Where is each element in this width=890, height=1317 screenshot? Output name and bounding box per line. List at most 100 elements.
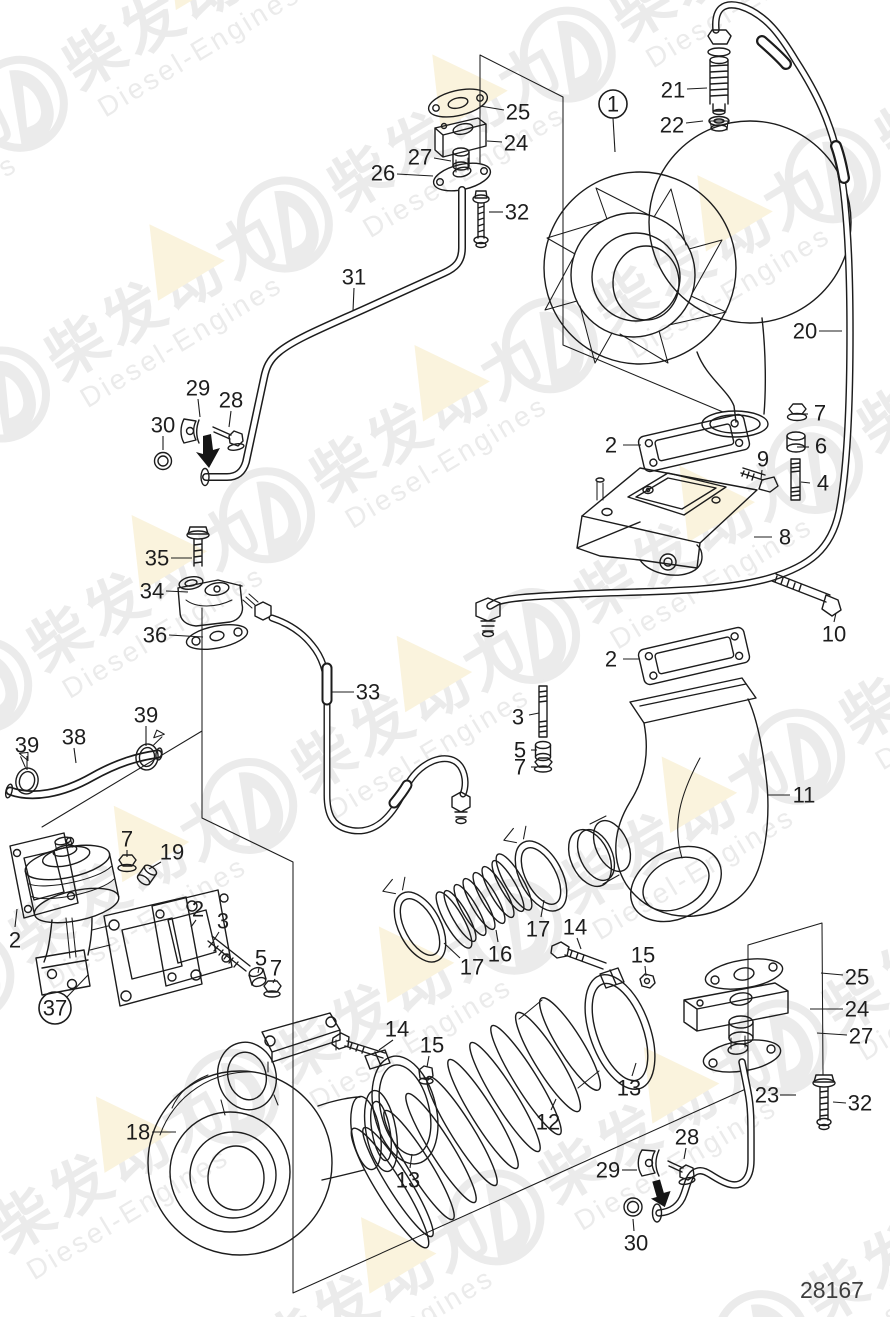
- callout-label-33: 33: [356, 680, 380, 705]
- callout-leader-27: [433, 157, 452, 162]
- callout-label-31: 31: [342, 265, 366, 290]
- callout-label-6: 6: [815, 434, 827, 459]
- callout-label-2: 2: [605, 647, 617, 672]
- callout-label-5: 5: [255, 946, 267, 971]
- callout-label-27: 27: [408, 145, 432, 170]
- part-23-drain-pipe-drawing: [651, 1035, 782, 1223]
- callout-label-4: 4: [817, 471, 829, 496]
- part-2-gasket-wastegate-right-drawing: [151, 889, 233, 987]
- part-7-nut-wastegate-drawing: [117, 854, 137, 873]
- callout-label-25: 25: [845, 965, 869, 990]
- callout-label-17: 17: [526, 917, 550, 942]
- part-39-clamp-left-drawing: [15, 751, 39, 795]
- part-2-gasket-upper-drawing: [637, 413, 751, 473]
- part-39-clamp-right-drawing: [135, 729, 165, 771]
- callout-label-7: 7: [814, 401, 826, 426]
- callout-label-15: 15: [631, 943, 655, 968]
- callout-label-39: 39: [134, 703, 158, 728]
- callout-label-16: 16: [488, 942, 512, 967]
- part-11-elbow-drawing: [615, 677, 769, 923]
- callout-leader-14: [576, 937, 582, 950]
- watermark-tile: [0, 0, 63, 59]
- callout-label-2: 2: [192, 897, 204, 922]
- callout-label-32: 32: [848, 1091, 872, 1116]
- callout-label-38: 38: [62, 725, 86, 750]
- callout-leader-24: [486, 140, 503, 143]
- callout-label-27: 27: [849, 1024, 873, 1049]
- callout-leader-37: [66, 974, 89, 998]
- part-32-bolt-drawing: [472, 190, 490, 249]
- flow-direction-arrow: [196, 434, 220, 468]
- callout-leader-29: [197, 398, 201, 418]
- callout-leader-1: [612, 117, 616, 153]
- part-3-stud-wastegate-drawing: [207, 935, 251, 972]
- part-29-clamp-drawing: [180, 418, 200, 444]
- callout-label-14: 14: [385, 1017, 409, 1042]
- callout-leader-4: [800, 481, 811, 484]
- callout-label-7: 7: [121, 827, 133, 852]
- part-2-gasket-lower-drawing: [637, 626, 751, 686]
- callout-label-7: 7: [514, 755, 526, 780]
- part-24-block-br-drawing: [683, 982, 789, 1032]
- callout-label-12: 12: [536, 1110, 560, 1135]
- callout-label-21: 21: [661, 78, 685, 103]
- callout-label-14: 14: [563, 915, 587, 940]
- callout-leader-10: [833, 612, 837, 623]
- callout-label-17: 17: [460, 955, 484, 980]
- part-36-gasket-drawing: [185, 623, 249, 651]
- callout-leader-38: [73, 747, 77, 764]
- callout-label-11: 11: [793, 783, 816, 808]
- callout-label-13: 13: [617, 1076, 641, 1101]
- part-10-bolt-drawing: [771, 573, 842, 617]
- callout-leader-2: [190, 919, 197, 928]
- part-22-seal-drawing: [708, 115, 730, 132]
- callout-label-3: 3: [217, 909, 229, 934]
- part-11-inlet-stub-drawing: [567, 815, 632, 888]
- callout-label-19: 19: [160, 840, 184, 865]
- part-33-hose-drawing: [268, 614, 471, 835]
- part-34-banjo-block-drawing: [177, 576, 272, 627]
- part-7-nut-drawing: [786, 403, 808, 422]
- callout-leader-7: [272, 978, 276, 984]
- callout-leader-14: [378, 1039, 394, 1051]
- callout-label-30: 30: [151, 413, 175, 438]
- part-5-spacer-drawing: [534, 740, 552, 762]
- callout-leader-26: [396, 173, 434, 177]
- part-14-bolt-lower-drawing: [331, 1032, 386, 1059]
- callout-leader-30: [632, 1218, 635, 1232]
- callout-leader-31: [352, 287, 355, 312]
- callout-leader-17: [443, 942, 461, 959]
- part-7-nut-wastegate2-drawing: [263, 980, 282, 998]
- callout-leader-2: [14, 908, 18, 928]
- callout-leader-9: [760, 469, 763, 480]
- callout-leader-28: [228, 410, 232, 428]
- callout-label-25: 25: [506, 100, 530, 125]
- callout-label-24: 24: [845, 997, 869, 1022]
- callout-label-26: 26: [371, 161, 395, 186]
- part-29-clamp-br-drawing: [637, 1149, 660, 1177]
- callout-leader-25: [479, 105, 505, 111]
- callout-label-35: 35: [145, 546, 169, 571]
- part-3-stud-drawing: [538, 685, 548, 738]
- callout-circle-1: [598, 89, 628, 119]
- line-art: [4, 1, 854, 1256]
- callout-label-22: 22: [660, 113, 684, 138]
- part-31-pipe-drawing: [200, 186, 466, 487]
- callout-label-23: 23: [755, 1083, 779, 1108]
- part-21-fitting-drawing: [707, 29, 732, 116]
- part-17-clamp-right-drawing: [503, 825, 568, 912]
- callout-leader-17: [540, 899, 545, 918]
- part-30-oring-drawing: [153, 451, 173, 471]
- callout-label-18: 18: [126, 1120, 150, 1145]
- callout-label-8: 8: [779, 525, 791, 550]
- part-8-bracket-drawing: [576, 467, 758, 576]
- part-6-spacer-drawing: [786, 431, 806, 453]
- part-35-bolt-drawing: [186, 526, 210, 567]
- callout-label-10: 10: [822, 622, 846, 647]
- part-16-bellows-drawing: [435, 853, 533, 949]
- callout-label-7: 7: [270, 956, 282, 981]
- drawing-number: 28167: [800, 1277, 864, 1303]
- callout-leader-13: [409, 1153, 413, 1169]
- part-7-nut-center-drawing: [533, 757, 553, 773]
